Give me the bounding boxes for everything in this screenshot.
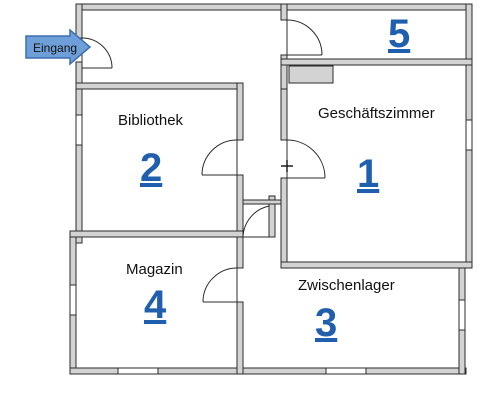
room-label-magazin: Magazin — [126, 261, 183, 278]
room-label-zwischenlager: Zwischenlager — [298, 277, 395, 294]
walls — [69, 3, 473, 375]
wall-room1-left-lower — [280, 177, 288, 269]
window-right-1 — [465, 119, 473, 151]
wall-room1-bottom — [280, 261, 473, 269]
wall-corridor-right-stub — [268, 195, 276, 238]
entrance-arrow-icon — [25, 28, 92, 66]
room-label-bibliothek: Bibliothek — [118, 112, 184, 129]
wall-room1-left-upper — [280, 88, 288, 141]
wall-corridor-top-stub — [242, 199, 282, 205]
wall-room2-bottom — [69, 230, 244, 238]
door-room5 — [286, 19, 323, 56]
wall-room5-bottom — [280, 58, 473, 66]
wall-room4-right-upper — [236, 236, 244, 269]
wall-outer-bottom — [69, 367, 467, 375]
window-right-2 — [458, 299, 466, 331]
window-left-2 — [69, 284, 77, 316]
wall-outer-top — [75, 3, 473, 11]
room-label-geschaeftszimmer: Geschäftszimmer — [318, 105, 435, 122]
room-number-5: 5 — [388, 12, 410, 56]
door-room4 — [202, 267, 238, 303]
door-entrance — [81, 37, 113, 69]
windows — [69, 114, 473, 375]
room-number-2: 2 — [140, 146, 162, 190]
door-room2 — [201, 139, 238, 176]
door-corridor — [242, 203, 270, 238]
room-number-4: 4 — [144, 283, 167, 327]
wall-room4-right-lower — [236, 301, 244, 375]
wall-outer-left-upper — [75, 3, 83, 39]
room-number-3: 3 — [315, 301, 337, 345]
wall-room2-right-upper — [236, 82, 244, 141]
door-room1 — [286, 139, 326, 179]
wall-room5-left-upper — [280, 3, 288, 21]
entrance-arrow[interactable]: Eingang — [25, 28, 92, 66]
cross-marker — [281, 160, 293, 172]
entrance-label: Eingang — [33, 41, 77, 55]
wall-stair-box — [288, 65, 334, 84]
room-number-1: 1 — [357, 152, 379, 196]
window-left-1 — [75, 114, 83, 146]
wall-room2-right-lower — [236, 174, 244, 238]
wall-room2-top — [75, 82, 244, 90]
window-bottom-1 — [117, 367, 159, 375]
window-bottom-2 — [325, 367, 367, 375]
